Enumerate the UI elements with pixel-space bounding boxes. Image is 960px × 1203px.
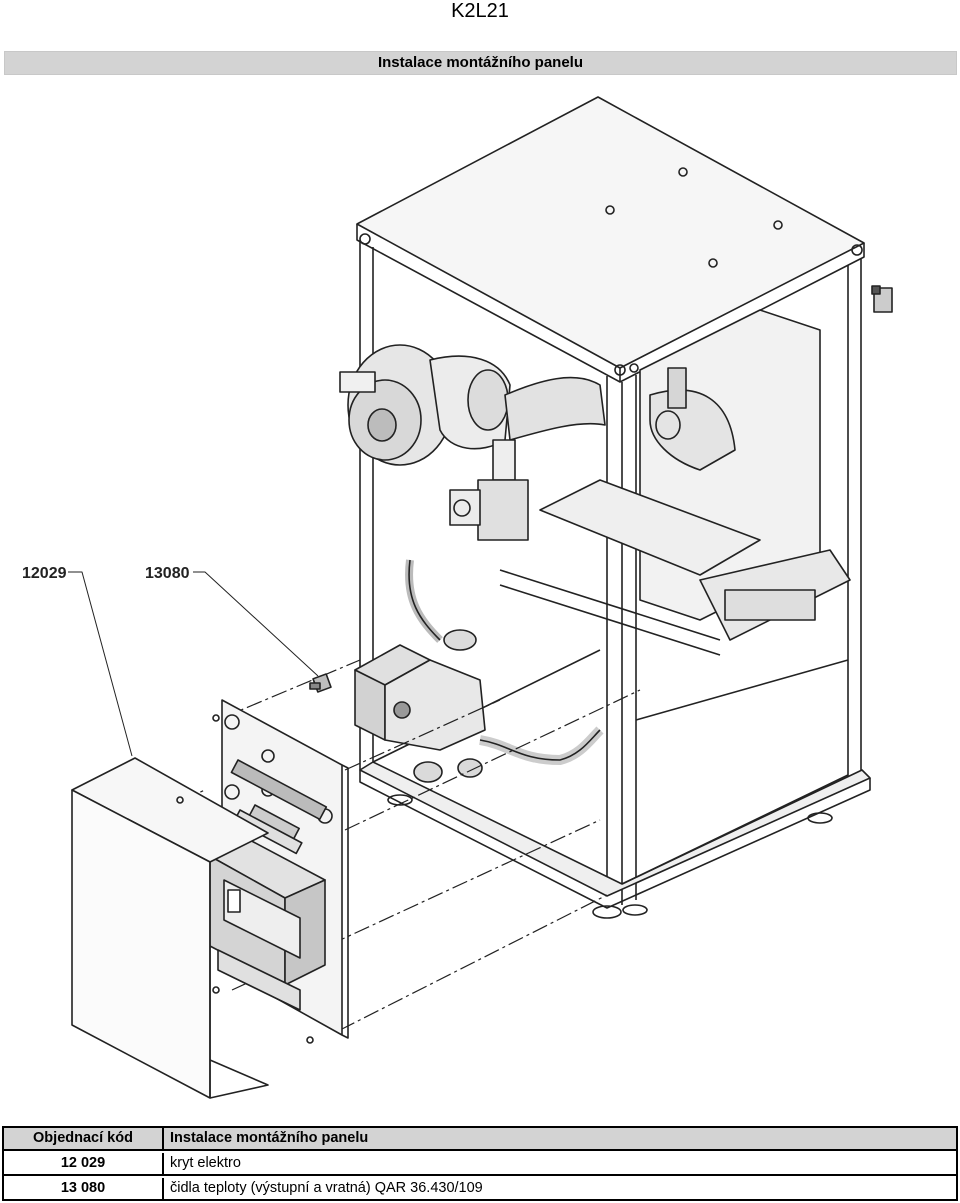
- callout-12029: 12029: [22, 565, 67, 582]
- terminal-strip: [230, 759, 328, 840]
- parts-table: Objednací kód Instalace montážního panel…: [2, 1126, 958, 1201]
- electrical-cover: [71, 757, 314, 1099]
- callout-leaders: [68, 571, 319, 757]
- gas-valve: [449, 369, 606, 541]
- temperature-sensor-2: [871, 285, 893, 313]
- temperature-sensor: [309, 673, 332, 693]
- document-code: K2L21: [451, 0, 509, 22]
- table-row: 13 080 čidla teploty (výstupní a vratná)…: [4, 1178, 956, 1201]
- control-unit: [207, 837, 326, 1011]
- column-header-description: Instalace montážního panelu: [170, 1130, 369, 1146]
- column-header-code: Objednací kód: [4, 1128, 164, 1149]
- table-row: 12 029 kryt elektro: [4, 1153, 956, 1176]
- exploded-view-drawing: 12029 13080: [22, 96, 893, 1099]
- part-code: 13 080: [4, 1178, 164, 1201]
- table-header-row: Objednací kód Instalace montážního panel…: [4, 1128, 956, 1151]
- part-description: čidla teploty (výstupní a vratná) QAR 36…: [170, 1180, 483, 1196]
- callout-13080: 13080: [145, 565, 190, 582]
- part-description: kryt elektro: [170, 1155, 241, 1171]
- part-code: 12 029: [4, 1153, 164, 1174]
- circulation-pump: [354, 629, 604, 783]
- heat-exchanger: [639, 309, 851, 641]
- burner-assembly: [405, 479, 761, 656]
- section-title: Instalace montážního panelu: [4, 51, 957, 75]
